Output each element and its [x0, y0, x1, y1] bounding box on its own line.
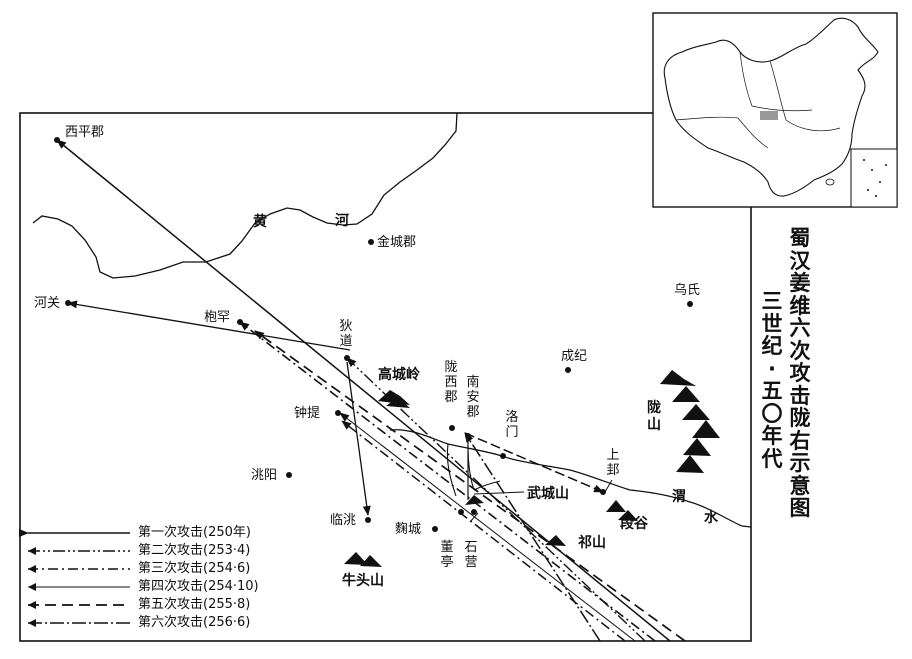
- route-4: [339, 412, 636, 642]
- route-1-heguan: [67, 300, 351, 351]
- map-frame: [19, 112, 752, 642]
- label-longshan: 陇山: [647, 400, 661, 433]
- label-gaochengling: 高城岭: [378, 367, 420, 383]
- legend-label: 第六次攻击(256·6): [138, 615, 251, 630]
- label-heguan: 河关: [34, 296, 61, 311]
- legend-item: 第六次攻击(256·6): [26, 616, 296, 630]
- label-duangu: 段谷: [620, 516, 648, 532]
- label-jincheng: 金城郡: [377, 235, 417, 250]
- legend-item: 第二次攻击(253·4): [26, 544, 296, 558]
- legend-item: 第四次攻击(254·10): [26, 580, 296, 594]
- city-dots: [54, 137, 693, 532]
- legend-label: 第四次攻击(254·10): [138, 579, 259, 594]
- label-yellow-river-1: 黄: [253, 214, 267, 230]
- route-3-didao: [239, 321, 656, 642]
- label-shanggui: 上邽: [606, 448, 620, 478]
- inset-china-map: [652, 12, 898, 208]
- label-wushi: 乌氏: [674, 283, 701, 298]
- yellow-river: [32, 112, 458, 279]
- label-taoyang: 洮阳: [251, 468, 278, 483]
- label-yellow-river-2: 河: [335, 213, 349, 229]
- label-lintao: 临洮: [330, 513, 357, 528]
- label-luomen: 洛门: [505, 410, 519, 440]
- legend-item: 第五次攻击(255·8): [26, 598, 296, 612]
- label-dongting: 董亭: [440, 540, 454, 570]
- map-title: 蜀汉姜维六次攻击陇右示意图: [789, 226, 811, 520]
- legend-label: 第三次攻击(254·6): [138, 561, 251, 576]
- attack-routes: [56, 139, 686, 642]
- label-shiying: 石营: [464, 540, 478, 570]
- map-subtitle: 三世纪·五〇年代: [761, 289, 783, 471]
- label-wuchengshan: 武城山: [527, 486, 569, 502]
- legend-item: 第一次攻击(250年): [26, 526, 296, 540]
- route-5: [254, 330, 686, 642]
- label-longxi: 陇西郡: [444, 360, 458, 405]
- label-niutoushan: 牛头山: [342, 573, 384, 589]
- label-fuhan: 枹罕: [204, 310, 231, 325]
- legend-label: 第二次攻击(253·4): [138, 543, 251, 558]
- route-6b: [464, 432, 604, 493]
- leader-wuchengshan: [473, 491, 525, 495]
- legend-label: 第五次攻击(255·8): [138, 597, 251, 612]
- label-zhongti: 钟提: [294, 406, 321, 421]
- label-nanan: 南安郡: [466, 375, 480, 420]
- label-qishan: 祁山: [578, 535, 606, 551]
- label-weishui-2: 水: [704, 510, 718, 526]
- route-1-lintao: [346, 361, 371, 516]
- label-didao: 狄道: [339, 319, 353, 349]
- leader-shanggui: [604, 479, 613, 493]
- leader-shiying: [469, 512, 479, 523]
- legend-label: 第一次攻击(250年): [138, 525, 251, 540]
- label-weicheng: 麴城: [395, 522, 422, 537]
- label-chengji: 成纪: [561, 349, 588, 364]
- label-xiping: 西平郡: [65, 125, 105, 140]
- route-2: [346, 357, 646, 642]
- legend-item: 第三次攻击(254·6): [26, 562, 296, 576]
- legend-samples: [19, 529, 130, 627]
- route-3-zhongti: [341, 420, 626, 642]
- route-6: [464, 432, 601, 642]
- label-weishui-1: 渭: [672, 489, 686, 505]
